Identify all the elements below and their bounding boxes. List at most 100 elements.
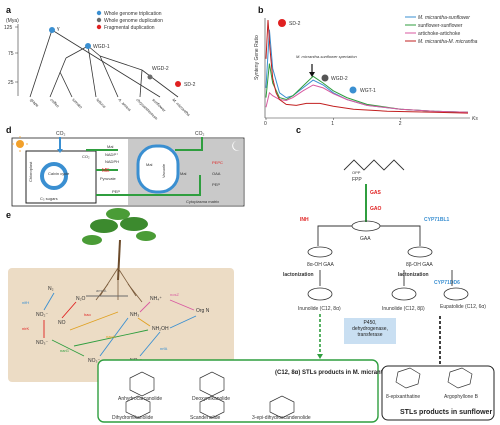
legend-series-2: sunflower-sunflower <box>418 23 463 29</box>
co2-right: CO₂ <box>195 131 205 137</box>
pep-right: PEP <box>212 182 220 187</box>
gene-labels: nifH amoA nirK nosZ narG napA nrfA hao <box>22 288 179 353</box>
legend-fragmental: Fragmental duplication <box>104 25 155 31</box>
series-line-3 <box>265 84 469 113</box>
cyp71bl1-label: CYP71BL1 <box>424 217 450 223</box>
sd-marker <box>278 19 286 27</box>
taxon-tomato: tomato <box>71 97 84 110</box>
right-product1-structure <box>391 287 417 301</box>
panel-c: c FPP OPP GAS GAO GAA INH CYP71BL1 8α-OH… <box>283 125 486 368</box>
wgd2-annotation: WGD-2 <box>331 76 348 82</box>
panel-e-label: e <box>6 210 11 220</box>
mm-structures <box>125 371 295 419</box>
c3-sugars-label: C₃ sugars <box>40 196 58 201</box>
taxa-labels: grape coffee tomato lettuce A. annua chr… <box>29 96 191 121</box>
panel-e: e N₂ NO₂⁻ NO₃⁻ NH₃ NH₄⁺ N₂O NO NO₃⁻ NO₂⁻ <box>6 208 234 382</box>
soil-background <box>8 268 234 382</box>
y-unit-label: (Mya) <box>6 18 19 24</box>
triplication-node <box>49 27 55 33</box>
n-species-0: N₂ <box>48 286 54 292</box>
y-tick-25: 25 <box>8 80 14 86</box>
nitrogen-arrows <box>43 292 197 361</box>
panel-b-label: b <box>258 5 264 15</box>
oaa-label: OAA <box>212 171 221 176</box>
gene-5: napA <box>106 334 116 339</box>
nadp-label: NADP⁺ <box>105 152 118 157</box>
left-substrate: 8α-OH GAA <box>307 262 334 268</box>
left-branch <box>317 225 352 246</box>
n-species-6: NO <box>58 320 66 326</box>
sf-structures <box>395 367 473 389</box>
n-species-2: NO₃⁻ <box>36 340 49 346</box>
wgd2-marker <box>321 74 329 82</box>
left-substrate-structure <box>307 246 333 258</box>
wgt1-annotation: WGT-1 <box>360 88 376 94</box>
chart-legend: M. micrantha-sunflower sunflower-sunflow… <box>405 15 478 45</box>
legend-triplication: Whole genome triplication <box>104 11 162 17</box>
taxon-a-annua: A. annua <box>117 96 133 112</box>
wgd2-label: WGD-2 <box>152 66 169 72</box>
cyp71dd6-label: CYP71DD6 <box>434 280 460 286</box>
sf-box-title: STLs products in sunflower <box>400 409 492 416</box>
taxon-coffee: coffee <box>49 97 61 109</box>
series-line-4 <box>265 19 469 114</box>
wgd1-node <box>85 43 91 49</box>
gene-1: amoA <box>96 288 107 293</box>
y-axis-label: Synteny Gene Ratio <box>254 35 260 80</box>
n-species-9: NH₂OH <box>152 326 169 332</box>
me-label: ME <box>102 168 110 174</box>
gene-0: nifH <box>22 300 29 305</box>
mm-box-frame <box>97 359 379 423</box>
mm-product-3: Scandenolide <box>190 415 221 421</box>
right-substrate-structure <box>407 246 433 258</box>
panel-a: a (Mya) 125 75 25 γ WGD-1 WGD-2 SD- <box>4 5 196 121</box>
x-tick-1: 1 <box>331 121 334 127</box>
x-tick-2: 2 <box>399 121 402 127</box>
n-species-3: NH₃ <box>130 312 139 318</box>
phylogenetic-tree <box>29 29 179 98</box>
gao-label: GAO <box>370 206 382 212</box>
fpp-structure <box>343 159 405 171</box>
taxon-lettuce: lettuce <box>95 97 107 109</box>
calvin-label: Calvin cycle <box>48 171 70 176</box>
legend-duplication-marker <box>96 17 102 23</box>
gene-2: nirK <box>22 326 29 331</box>
panel-c-label: c <box>296 125 301 135</box>
right-substrate: 8β-OH GAA <box>406 262 433 268</box>
x-axis-label: Ks <box>472 116 478 122</box>
pep-label: PEP <box>112 189 120 194</box>
mm-product-4: 3-epi-dihydroscandenolide <box>252 415 311 421</box>
n-species-5: N₂O <box>76 296 86 302</box>
nadph-label: NADPH <box>105 159 119 164</box>
gamma-label: γ <box>57 26 60 32</box>
wgd2-node <box>147 74 153 80</box>
gene-4: narG <box>60 348 69 353</box>
sun-rays <box>12 136 28 152</box>
sd-label: SD-2 <box>184 82 196 88</box>
legend-triplication-marker <box>96 10 102 16</box>
vacuole <box>136 144 180 194</box>
left-step: lactonization <box>283 272 314 278</box>
mm-box-title: (C12, 8α) STLs products in M. micrantha <box>275 370 390 376</box>
gas-label: GAS <box>370 190 382 196</box>
y-tick-75: 75 <box>8 51 14 57</box>
sf-box-frame <box>381 365 495 421</box>
n-species-10: Org N <box>196 308 210 314</box>
mm-products-box: (C12, 8α) STLs products in M. micrantha … <box>97 359 390 423</box>
gaa-label: GAA <box>360 236 371 242</box>
legend-series-1: M. micrantha-sunflower <box>418 15 470 21</box>
mm-enzyme-box <box>344 318 396 344</box>
plant-illustration <box>82 208 156 303</box>
chloroplast-label: Chloroplast <box>28 161 33 182</box>
calvin-cycle-ring <box>40 162 68 190</box>
taxon-m-micrantha: M. micrantha <box>171 97 191 117</box>
wgd1-label: WGD-1 <box>93 44 110 50</box>
vacuole-label: Vacuole <box>161 163 166 178</box>
series-layer <box>265 19 469 114</box>
n-species-1: NO₂⁻ <box>36 312 48 318</box>
mm-enzymes: P450, dehydrogenase, transferase <box>352 320 388 338</box>
right-branch <box>380 225 421 246</box>
panel-d-label: d <box>6 125 12 135</box>
